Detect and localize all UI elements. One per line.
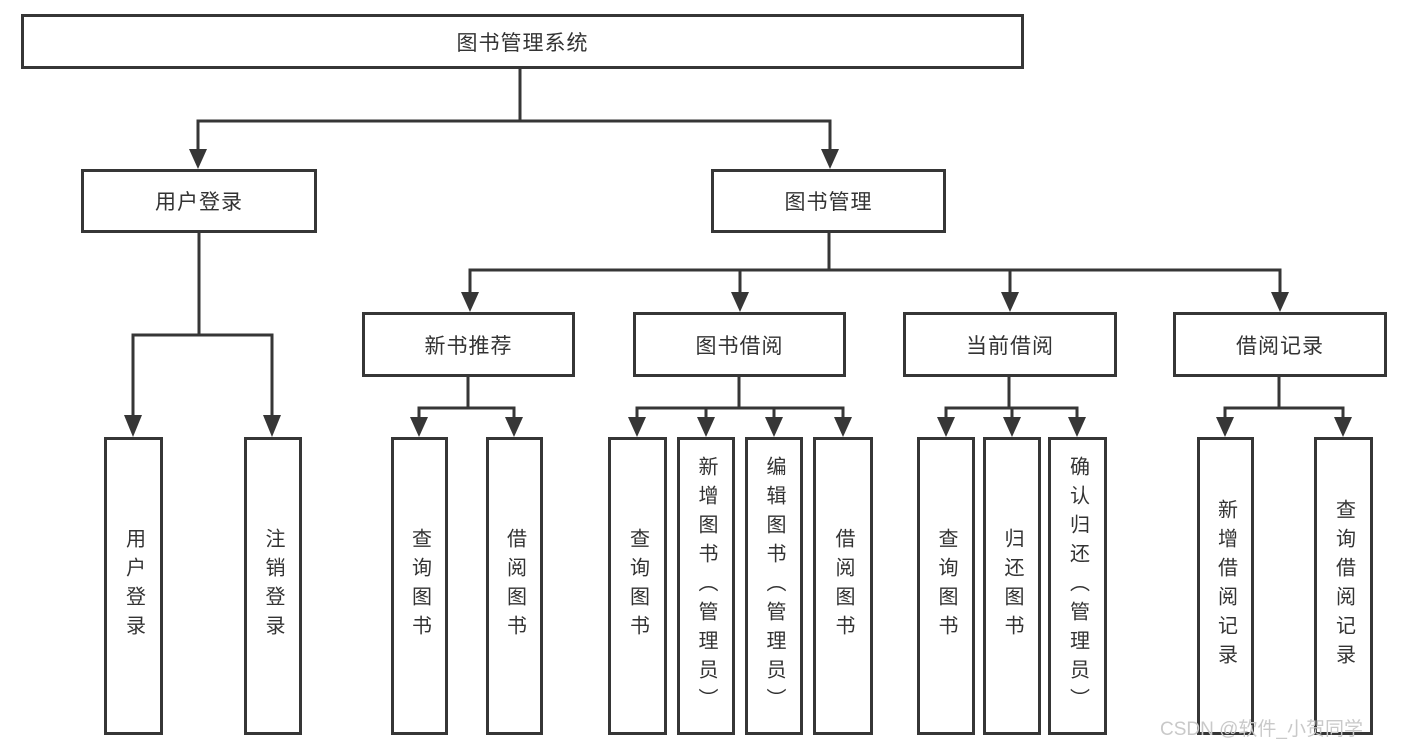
leaf-borrow-books-recommend-label: 借阅图书 xyxy=(503,528,526,644)
leaf-user-login-label: 用户登录 xyxy=(122,528,145,644)
leaf-query-books-current: 查询图书 xyxy=(917,437,975,735)
leaf-query-books-recommend-label: 查询图书 xyxy=(408,528,431,644)
node-book-management-label: 图书管理 xyxy=(784,191,873,214)
node-book-management: 图书管理 xyxy=(711,169,946,233)
leaf-add-borrow-record: 新增借阅记录 xyxy=(1197,437,1254,735)
leaf-edit-book-admin: 编辑图书（管理员） xyxy=(745,437,803,735)
leaf-query-books-recommend: 查询图书 xyxy=(391,437,448,735)
leaf-query-borrow-record-label: 查询借阅记录 xyxy=(1332,499,1355,673)
node-current-borrow: 当前借阅 xyxy=(903,312,1117,377)
node-borrow-records-label: 借阅记录 xyxy=(1236,334,1324,358)
node-root-label: 图书管理系统 xyxy=(456,31,589,55)
leaf-add-book-admin-label: 新增图书（管理员） xyxy=(695,455,717,717)
node-root: 图书管理系统 xyxy=(21,14,1024,69)
leaf-add-book-admin: 新增图书（管理员） xyxy=(677,437,735,735)
leaf-add-borrow-record-label: 新增借阅记录 xyxy=(1214,499,1237,673)
node-user-login: 用户登录 xyxy=(81,169,317,233)
node-new-book-recommend-label: 新书推荐 xyxy=(424,334,513,358)
connector-user-login-to-leaves xyxy=(124,231,281,437)
node-new-book-recommend: 新书推荐 xyxy=(362,312,575,377)
node-current-borrow-label: 当前借阅 xyxy=(966,334,1054,358)
connector-book-management-to-level3 xyxy=(461,231,1289,312)
node-user-login-label: 用户登录 xyxy=(155,191,243,214)
leaf-confirm-return-admin-label: 确认归还（管理员） xyxy=(1066,455,1089,717)
connector-new-book-recommend-to-leaves xyxy=(410,375,523,437)
leaf-logout-label: 注销登录 xyxy=(262,528,284,644)
node-book-borrow: 图书借阅 xyxy=(633,312,846,377)
leaf-borrow-books-recommend: 借阅图书 xyxy=(486,437,543,735)
leaf-user-login: 用户登录 xyxy=(104,437,163,735)
connector-root-to-level2 xyxy=(189,67,839,169)
leaf-query-books-borrow: 查询图书 xyxy=(608,437,667,735)
connector-current-borrow-to-leaves xyxy=(937,375,1086,437)
node-book-borrow-label: 图书借阅 xyxy=(695,334,784,358)
leaf-borrow-books-2: 借阅图书 xyxy=(813,437,873,735)
watermark: CSDN @软件_小贺同学 xyxy=(1160,719,1363,740)
leaf-return-book-label: 归还图书 xyxy=(1001,528,1023,644)
leaf-query-books-borrow-label: 查询图书 xyxy=(626,528,649,644)
node-borrow-records: 借阅记录 xyxy=(1173,312,1387,377)
leaf-query-borrow-record: 查询借阅记录 xyxy=(1314,437,1373,735)
leaf-borrow-books-2-label: 借阅图书 xyxy=(832,528,854,644)
leaf-query-books-current-label: 查询图书 xyxy=(935,528,957,644)
leaf-confirm-return-admin: 确认归还（管理员） xyxy=(1048,437,1107,735)
connector-borrow-records-to-leaves xyxy=(1216,375,1352,437)
leaf-return-book: 归还图书 xyxy=(983,437,1041,735)
leaf-logout: 注销登录 xyxy=(244,437,302,735)
connector-book-borrow-to-leaves xyxy=(628,375,852,437)
leaf-edit-book-admin-label: 编辑图书（管理员） xyxy=(763,455,785,717)
